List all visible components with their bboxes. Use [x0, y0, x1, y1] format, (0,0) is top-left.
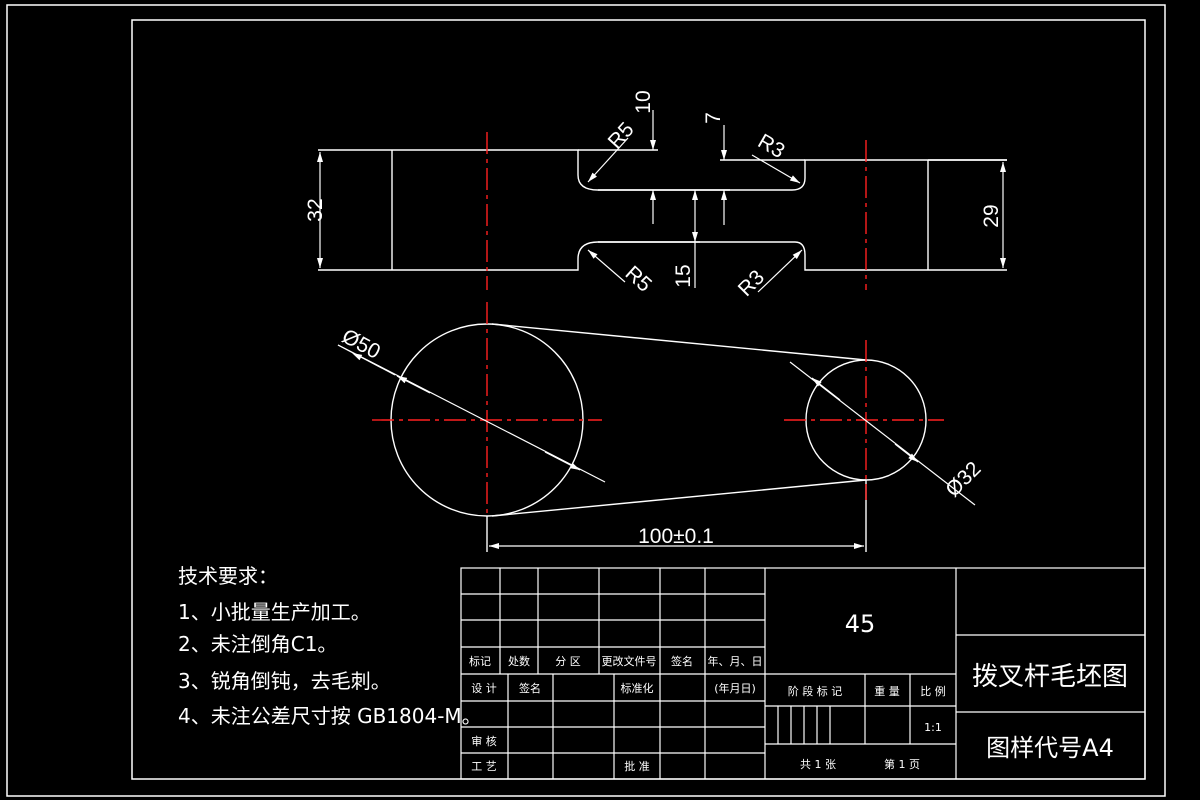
dim-center-distance: 100±0.1 [638, 525, 714, 548]
title-block-texts: 45 拨叉杆毛坯图 图样代号A4 标记 处数 分 区 更改文件号 签名 年、月、… [469, 610, 1128, 773]
dim-10: 10 [632, 90, 655, 113]
hdr-mark: 标记 [469, 654, 491, 668]
row-sign: 签名 [519, 681, 541, 695]
drawing-name: 拨叉杆毛坯图 [972, 662, 1128, 692]
row-approve: 批 准 [624, 759, 650, 773]
row-date-paren: (年月日) [714, 681, 756, 695]
dim-29: 29 [980, 204, 1003, 227]
tech-requirements: 技术要求： 1、小批量生产加工。 2、未注倒角C1。 3、锐角倒钝，去毛刺。 4… [178, 564, 482, 728]
outer-frame [6, 4, 1166, 797]
dim-r3-top: R3 [754, 130, 789, 163]
dim-r5-top: R5 [604, 118, 639, 153]
hdr-zone: 分 区 [555, 655, 581, 668]
dim-7: 7 [702, 112, 725, 124]
row-standardize: 标准化 [621, 681, 654, 695]
top-view [390, 323, 927, 552]
weight-label: 重 量 [874, 684, 900, 698]
sheet-number: 第 1 页 [884, 757, 920, 771]
row-review: 审 核 [471, 734, 497, 748]
tech-item-3: 3、锐角倒钝，去毛刺。 [178, 669, 391, 693]
dim-32: 32 [304, 198, 327, 221]
sheet-count: 共 1 张 [800, 758, 836, 771]
tech-heading: 技术要求： [178, 564, 278, 588]
dim-r5-bottom: R5 [621, 262, 656, 297]
tech-item-2: 2、未注倒角C1。 [178, 632, 337, 656]
scale-label: 比 例 [920, 684, 946, 698]
material: 45 [845, 610, 876, 638]
top-centerlines [372, 302, 944, 518]
stage-label: 阶 段 标 记 [788, 684, 843, 698]
drawing-code: 图样代号A4 [986, 734, 1114, 762]
row-design: 设 计 [471, 682, 497, 695]
title-block [460, 567, 1146, 780]
scale-value: 1:1 [924, 721, 942, 734]
tech-item-4: 4、未注公差尺寸按 GB1804-M。 [178, 704, 482, 728]
dim-15: 15 [672, 264, 695, 287]
dim-phi50: Ø50 [338, 325, 384, 364]
hdr-change-doc: 更改文件号 [602, 654, 657, 668]
front-view [318, 149, 1007, 271]
hdr-signature: 签名 [671, 654, 693, 668]
dim-phi32: Ø32 [941, 457, 985, 501]
row-process: 工 艺 [471, 760, 497, 773]
hdr-date: 年、月、日 [708, 654, 763, 668]
hdr-count: 处数 [508, 655, 530, 668]
front-centerlines [486, 132, 867, 290]
front-dimensions [317, 110, 1006, 293]
dim-r3-bottom: R3 [734, 266, 769, 301]
top-dimensions [337, 344, 976, 549]
tech-item-1: 1、小批量生产加工。 [178, 600, 371, 624]
